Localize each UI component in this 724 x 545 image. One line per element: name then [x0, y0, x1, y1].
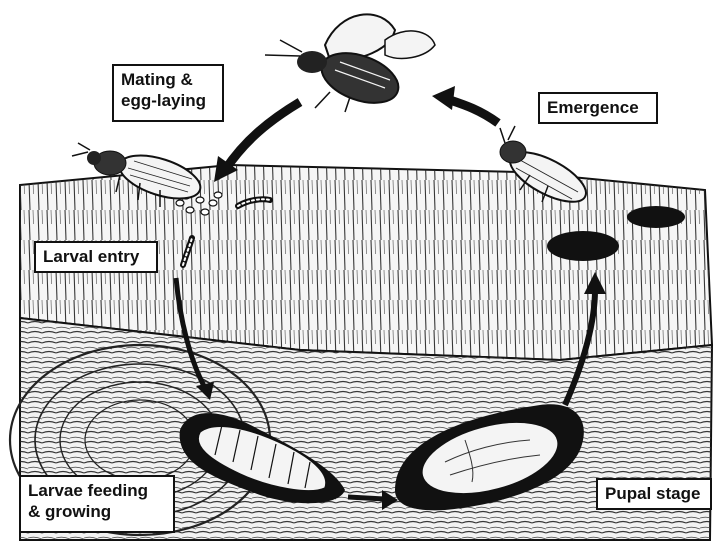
label-larval-entry-line-1: Larval entry	[43, 246, 149, 267]
arrow-to-mating	[225, 102, 300, 170]
arrow-to-pupal	[348, 497, 385, 499]
label-feeding-line-2: & growing	[28, 501, 166, 522]
beetle-flying	[265, 14, 435, 112]
label-mating-line-2: egg-laying	[121, 90, 215, 111]
exit-hole	[547, 231, 619, 261]
arrow-to-emergence	[450, 100, 498, 123]
label-larval-entry: Larval entry	[34, 241, 158, 273]
label-larvae-feeding: Larvae feeding & growing	[19, 475, 175, 533]
label-mating: Mating & egg-laying	[112, 64, 224, 122]
label-pupal-stage: Pupal stage	[596, 478, 712, 510]
label-pupal-line-1: Pupal stage	[605, 483, 703, 504]
label-mating-line-1: Mating &	[121, 69, 215, 90]
label-emergence-line-1: Emergence	[547, 97, 649, 118]
exit-hole	[627, 206, 685, 228]
label-emergence: Emergence	[538, 92, 658, 124]
label-feeding-line-1: Larvae feeding	[28, 480, 166, 501]
